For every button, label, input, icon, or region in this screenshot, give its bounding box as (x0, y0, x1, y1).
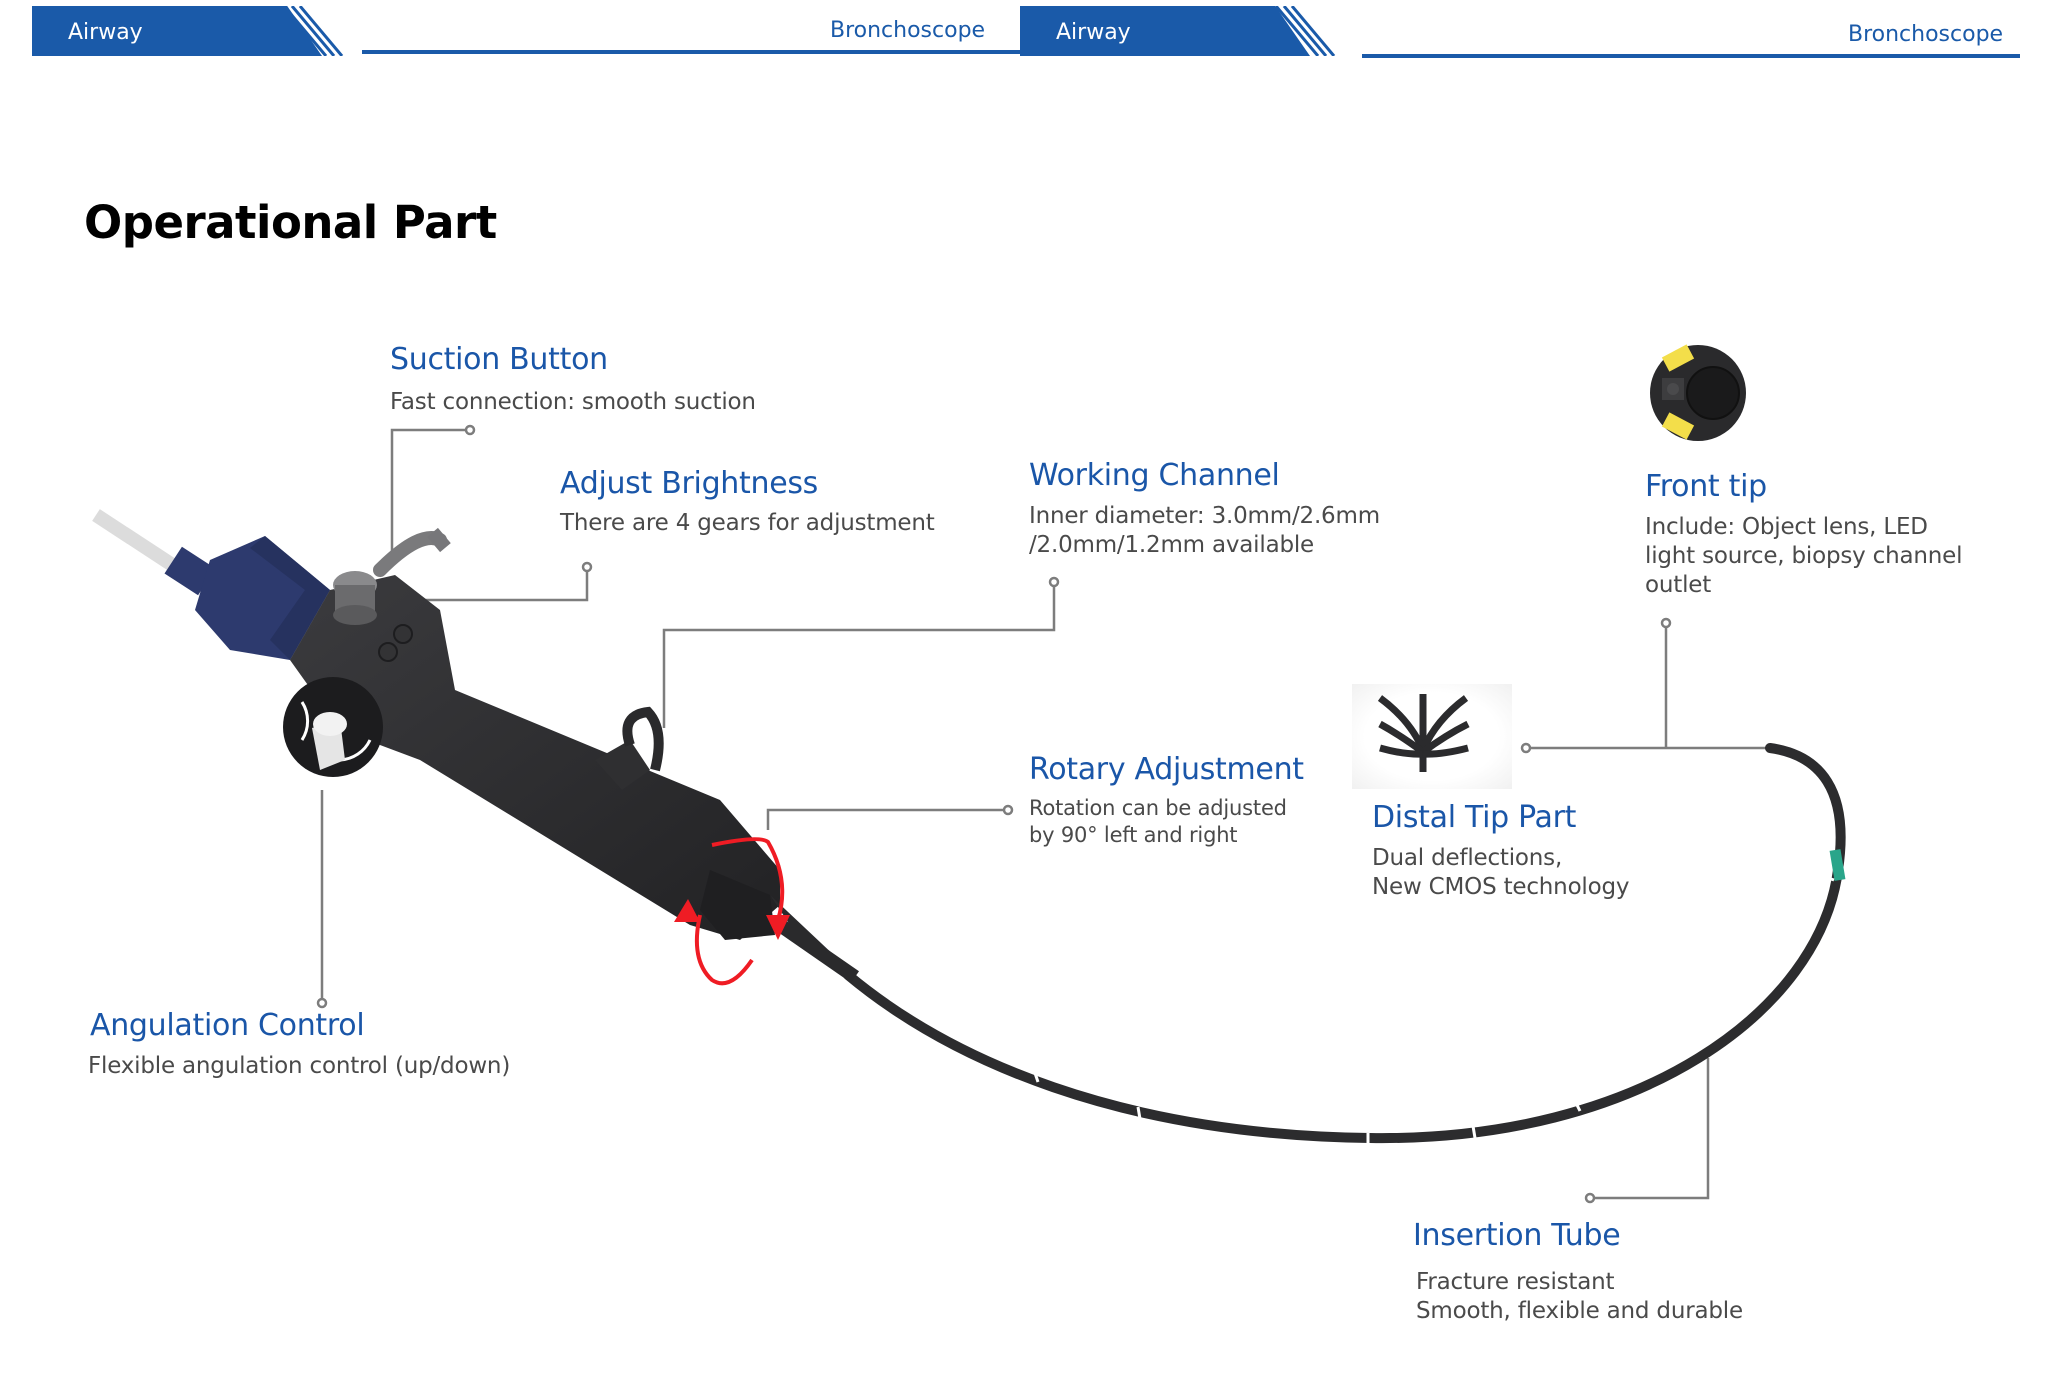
header-rule-left (362, 50, 1020, 54)
header-rule-right (1362, 54, 2020, 58)
callout-desc-insertion-line1: Fracture resistant (1416, 1269, 1615, 1295)
callout-desc-distal-line1: Dual deflections, (1372, 845, 1563, 871)
callout-title-working-channel: Working Channel (1029, 458, 1280, 493)
callout-desc-distal-line2: New CMOS technology (1372, 874, 1630, 900)
callout-desc-rotary-line1: Rotation can be adjusted (1029, 796, 1287, 820)
callout-desc-rotary-line2: by 90° left and right (1029, 823, 1238, 847)
leader-rotary (766, 808, 1008, 830)
callout-title-suction-button: Suction Button (390, 342, 608, 377)
header-section-label: Airway (68, 20, 143, 45)
header-product-label-right: Bronchoscope (1848, 22, 2004, 47)
bronchoscope-handle (92, 509, 859, 983)
callout-title-distal-tip-part: Distal Tip Part (1372, 800, 1577, 835)
front-tip-lens-icon (1650, 344, 1746, 441)
rotation-arrowhead-down (766, 915, 790, 940)
callout-desc-insertion-line2: Smooth, flexible and durable (1416, 1298, 1743, 1324)
leader-suction (390, 428, 470, 560)
callout-desc-angulation-control: Flexible angulation control (up/down) (88, 1053, 511, 1079)
callout-title-angulation-control: Angulation Control (90, 1008, 365, 1043)
page-title: Operational Part (84, 196, 497, 249)
rotation-arrowhead-up (674, 899, 700, 922)
rotation-arrows-icon (694, 837, 785, 986)
callout-title-insertion-tube: Insertion Tube (1413, 1218, 1621, 1253)
header-section-label: Airway (1056, 20, 1131, 45)
insertion-tube (843, 743, 1846, 1144)
callout-desc-suction-button: Fast connection: smooth suction (390, 389, 756, 415)
leader-working-channel (662, 583, 1056, 728)
header-stripes-decoration (1274, 6, 1336, 56)
callout-desc-working-channel-line2: /2.0mm/1.2mm available (1029, 532, 1314, 558)
callout-title-front-tip: Front tip (1645, 469, 1767, 504)
tube-segment-marks (1032, 874, 1835, 1145)
header-tab-airway-right[interactable]: Airway (1020, 6, 1310, 56)
distal-tip-deflection-icon (1352, 684, 1512, 789)
callout-title-adjust-brightness: Adjust Brightness (560, 466, 819, 501)
callout-desc-front-tip-line3: outlet (1645, 572, 1712, 598)
callout-title-rotary-adjustment: Rotary Adjustment (1029, 752, 1304, 787)
tube-green-band (1829, 849, 1846, 881)
header-stripes-decoration (282, 6, 344, 56)
callout-desc-front-tip-line1: Include: Object lens, LED (1645, 514, 1928, 540)
leader-insertion (1592, 1058, 1710, 1200)
header-product-label-left: Bronchoscope (830, 18, 986, 43)
callout-desc-front-tip-line2: light source, biopsy channel (1645, 543, 1963, 569)
callout-desc-working-channel-line1: Inner diameter: 3.0mm/2.6mm (1029, 503, 1380, 529)
callout-desc-adjust-brightness: There are 4 gears for adjustment (560, 510, 935, 536)
header-tab-airway-left[interactable]: Airway (32, 6, 322, 56)
